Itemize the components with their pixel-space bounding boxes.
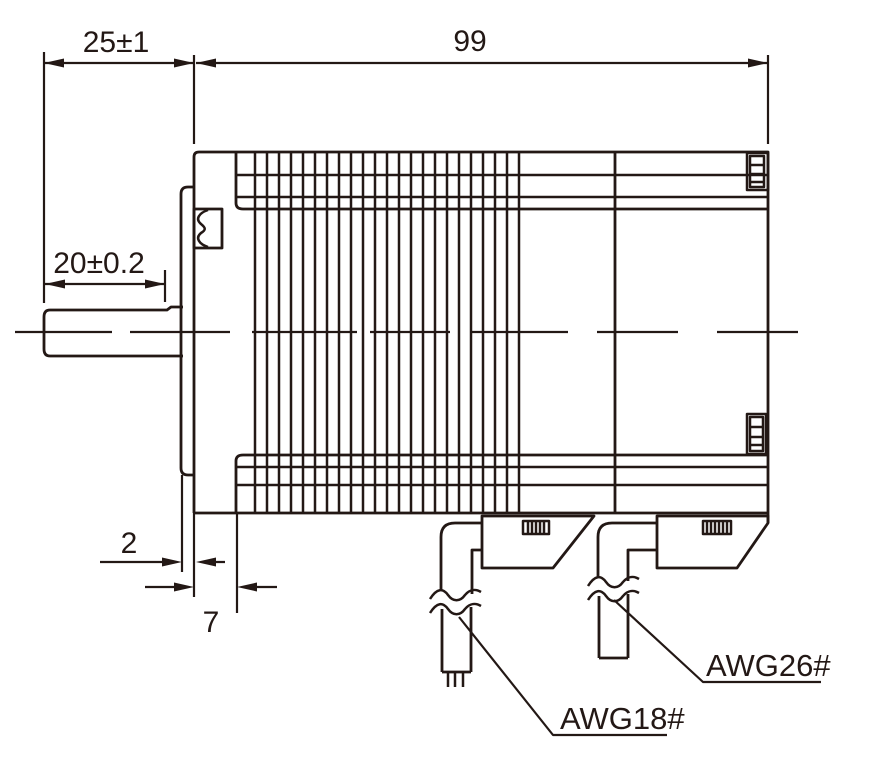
dim-flange-thickness: 2	[100, 475, 225, 597]
cable-awg26	[586, 521, 657, 660]
dim-7-label: 7	[203, 606, 220, 639]
keyway-detail	[192, 207, 224, 250]
cable-right-elbow	[596, 521, 657, 578]
awg26-label: AWG26#	[706, 648, 831, 683]
band-lines	[236, 173, 768, 487]
cable-left-break	[428, 588, 482, 616]
tie-rod-screw-top	[745, 151, 770, 192]
dim-99-label: 99	[453, 25, 486, 58]
wire-strands	[446, 672, 465, 687]
cable-left-elbow	[439, 521, 482, 591]
dim-2-label: 2	[121, 527, 138, 560]
motor-shaft	[42, 305, 183, 358]
dim-shaft-length: 25±1	[42, 26, 196, 303]
mounting-flange	[179, 185, 194, 477]
awg18-label: AWG18#	[560, 701, 685, 736]
dim-front-plate-thickness: 7	[145, 513, 277, 639]
cable-right-break	[586, 575, 640, 603]
connector-pins-right	[701, 519, 733, 536]
cable-awg18	[428, 521, 482, 687]
dim-25-label: 25±1	[83, 26, 150, 59]
cable-left-lower	[440, 607, 473, 674]
dim-shaft-flat-length: 20±0.2	[45, 247, 167, 302]
connector-cover-right	[655, 514, 770, 570]
leader-awg26: AWG26#	[613, 599, 831, 684]
keyway-break-line	[196, 208, 209, 249]
connector-cover-left	[480, 514, 596, 570]
dim-20-label: 20±0.2	[53, 247, 145, 280]
fin-array	[253, 152, 521, 513]
stator-collar	[234, 152, 768, 513]
motor-body-outline	[192, 150, 770, 523]
dim-body-length: 99	[196, 25, 770, 144]
tie-rod-screw-bottom	[745, 412, 768, 456]
leader-awg18: AWG18#	[458, 616, 685, 737]
cable-right-lower	[597, 594, 630, 660]
connector-pins-left	[521, 519, 551, 536]
